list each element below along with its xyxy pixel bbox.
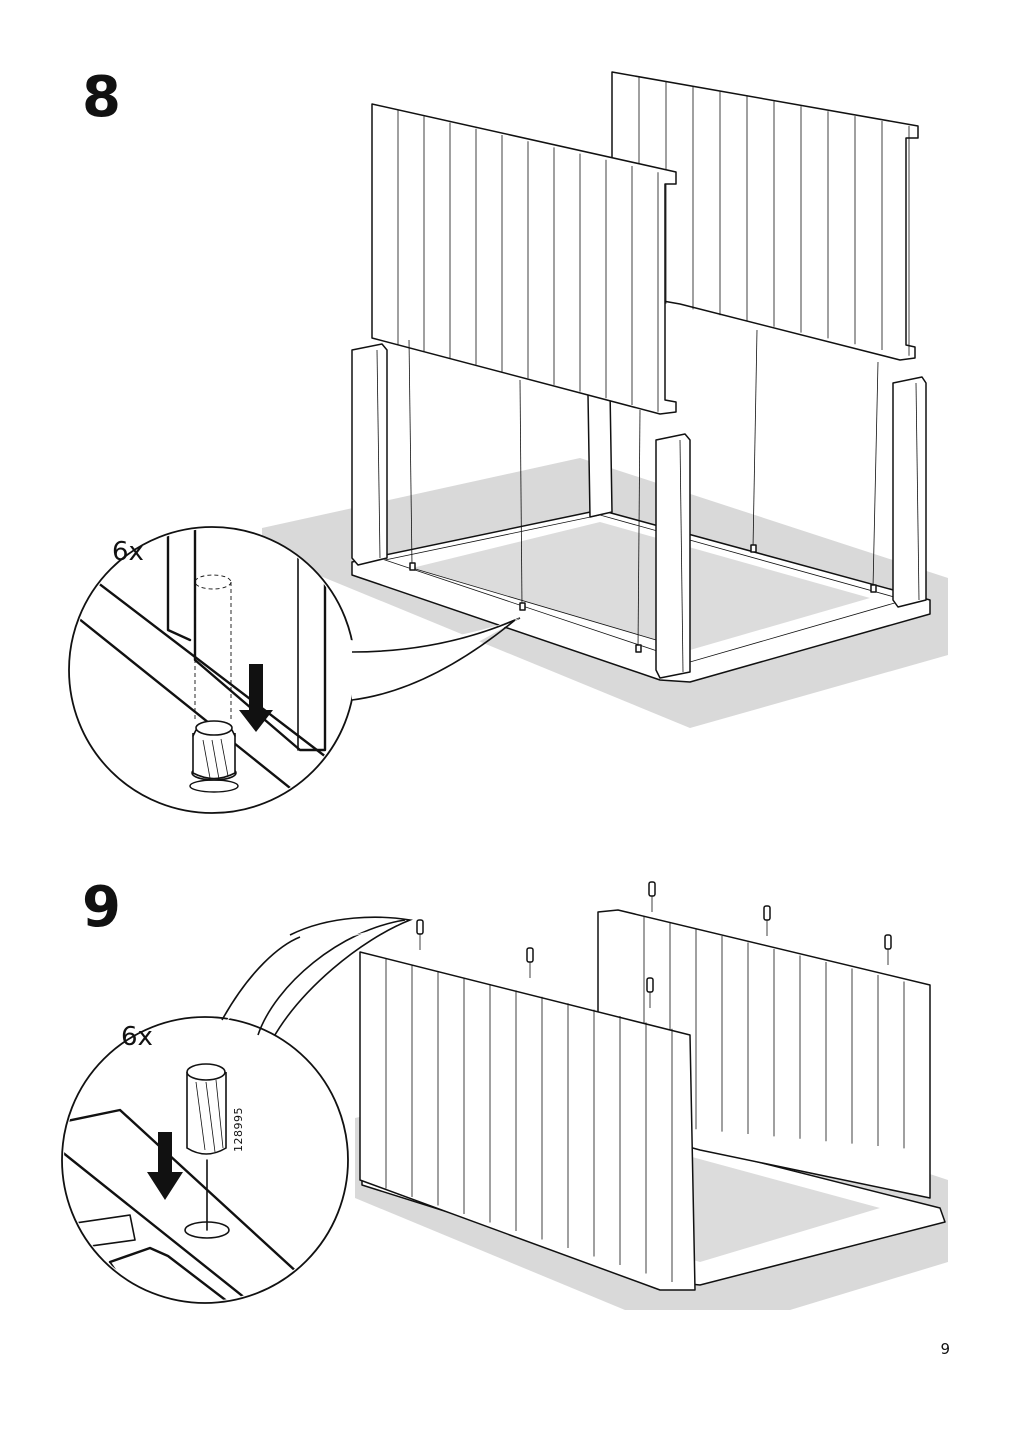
step9-dowel-icon xyxy=(186,1063,227,1155)
step8-base-frame xyxy=(351,509,931,683)
step8-leg-back xyxy=(587,389,613,518)
step9-arrow-icon xyxy=(147,1132,183,1200)
step8-leg-front-right xyxy=(655,433,691,679)
part-number: 128995 xyxy=(232,1107,245,1152)
dowel-icon xyxy=(416,919,424,935)
dowel-icon xyxy=(526,947,534,963)
page-number: 9 xyxy=(940,1340,950,1358)
dowel-icon xyxy=(648,881,656,897)
step8-leg-front-left xyxy=(351,343,388,566)
step8-detail-callout xyxy=(68,526,521,814)
step8-illustration xyxy=(68,71,948,814)
step8-back-panel xyxy=(611,71,919,361)
step-number: 8 xyxy=(82,65,121,130)
step9-dowels xyxy=(416,881,892,1008)
step8-front-panel xyxy=(371,103,677,415)
step8-arrow-icon xyxy=(239,664,273,732)
dowel-icon xyxy=(763,905,771,921)
quantity-label: 6x xyxy=(112,537,144,567)
step8-guide-lines xyxy=(408,329,879,653)
dowel-icon xyxy=(884,934,892,950)
step9-illustration xyxy=(61,881,948,1310)
step9-detail-callout xyxy=(61,916,413,1304)
dowel-icon xyxy=(646,977,654,993)
step8-leg-right xyxy=(892,376,927,608)
quantity-label: 6x xyxy=(121,1022,153,1052)
step-number: 9 xyxy=(82,875,121,940)
step8-dowel-icon xyxy=(189,720,239,793)
step9-front-panel xyxy=(359,951,696,1291)
